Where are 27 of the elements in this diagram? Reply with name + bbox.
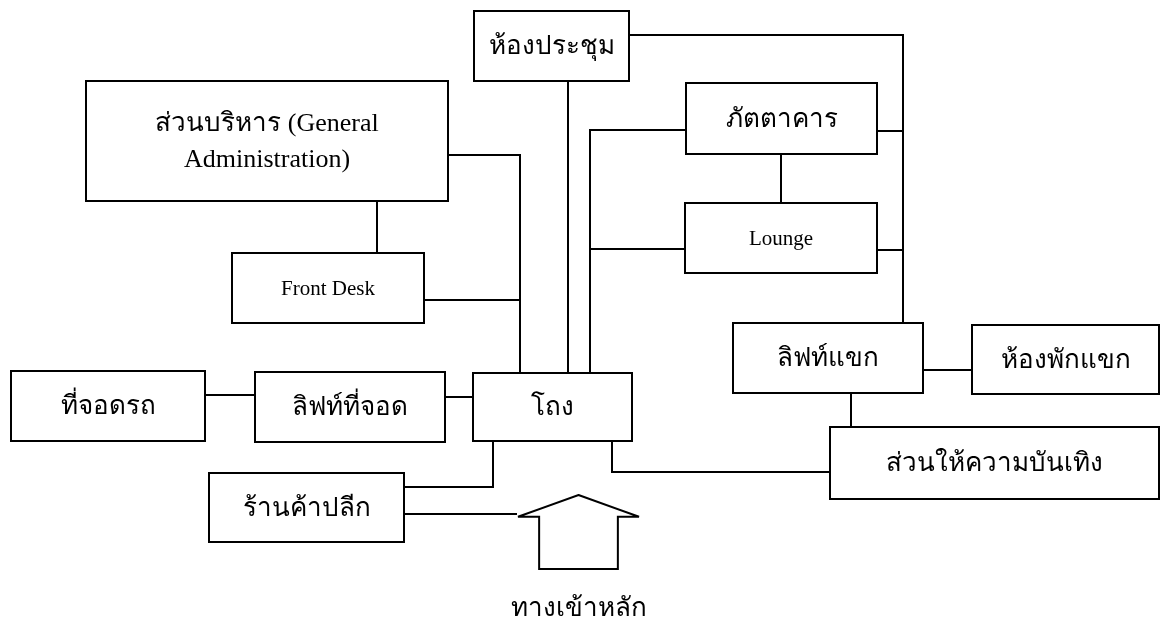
- room-box: โถง: [472, 372, 633, 442]
- room-box: ร้านค้าปลีก: [208, 472, 405, 543]
- entrance-arrow: [517, 494, 640, 570]
- room-box: ลิฟท์แขก: [732, 322, 924, 394]
- room-box: ภัตตาคาร: [685, 82, 878, 155]
- entrance-label: ทางเข้าหลัก: [510, 592, 647, 624]
- room-box: ส่วนบริหาร (General Administration): [85, 80, 449, 202]
- connector-line: [404, 513, 518, 515]
- room-box: ที่จอดรถ: [10, 370, 206, 442]
- connector-line: [424, 299, 521, 373]
- connector-line: [923, 369, 972, 371]
- connector-line: [445, 396, 473, 398]
- connector-line: [404, 441, 494, 488]
- room-box: ลิฟท์ที่จอด: [254, 371, 446, 443]
- connector-line: [567, 81, 569, 373]
- connector-line: [589, 248, 685, 373]
- connector-line: [205, 394, 255, 396]
- connector-line: [780, 154, 782, 203]
- connector-line: [877, 249, 904, 323]
- connector-line: [850, 393, 852, 427]
- connector-line: [376, 201, 378, 253]
- room-box: ห้องพักแขก: [971, 324, 1160, 395]
- room-box: ส่วนให้ความบันเทิง: [829, 426, 1160, 500]
- room-box: Lounge: [684, 202, 878, 274]
- connector-line: [611, 441, 830, 473]
- room-box: ห้องประชุม: [473, 10, 630, 82]
- room-box: Front Desk: [231, 252, 425, 324]
